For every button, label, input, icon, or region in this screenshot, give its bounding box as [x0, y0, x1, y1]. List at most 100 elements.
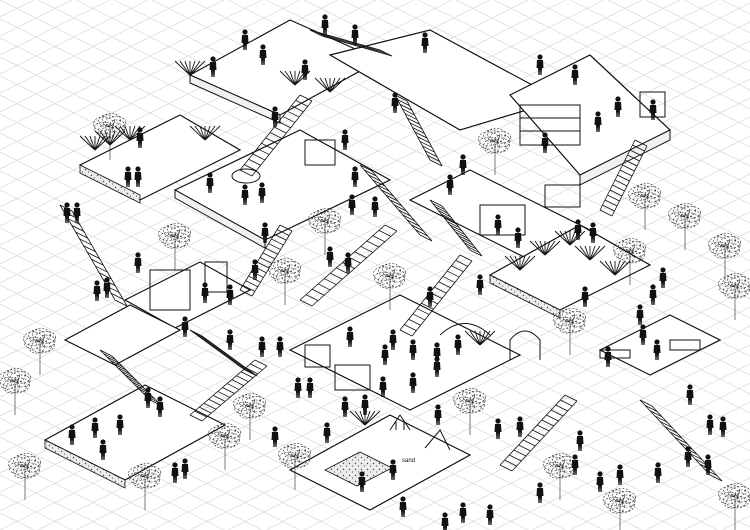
- person-icon: [581, 286, 589, 307]
- person-icon: [323, 422, 331, 443]
- tree-icon: [718, 482, 750, 530]
- person-icon: [63, 202, 71, 223]
- person-icon: [181, 458, 189, 479]
- person-icon: [103, 277, 111, 298]
- stair-icon: [429, 199, 483, 257]
- person-icon: [271, 426, 279, 447]
- person-icon: [271, 106, 279, 127]
- person-icon: [276, 336, 284, 357]
- bookshelf-icon: [519, 104, 581, 146]
- stair-icon: [499, 394, 578, 472]
- person-icon: [341, 129, 349, 150]
- pergola-icon: [439, 323, 491, 336]
- bookshelf-icon: [304, 139, 336, 166]
- garden-terrace-right-planter: [489, 274, 561, 319]
- person-icon: [181, 316, 189, 337]
- person-icon: [536, 54, 544, 75]
- person-icon: [494, 418, 502, 439]
- top-terrace-left-edge: [189, 74, 281, 124]
- study-terrace-edge: [174, 189, 266, 249]
- stair-icon: [309, 29, 393, 57]
- bench-icon: [669, 339, 701, 351]
- circular-bench-icon: [231, 168, 261, 184]
- person-icon: [93, 280, 101, 301]
- tree-icon: [613, 237, 646, 285]
- person-icon: [649, 284, 657, 305]
- person-icon: [541, 132, 549, 153]
- plant-icon: [574, 245, 606, 261]
- bookshelf-icon: [479, 204, 526, 236]
- person-icon: [441, 512, 449, 530]
- person-icon: [426, 286, 434, 307]
- terraces: [43, 19, 722, 511]
- person-icon: [321, 14, 329, 35]
- person-icon: [719, 416, 727, 437]
- arch-trellis-icon: [509, 330, 541, 360]
- tree-icon: [478, 127, 511, 175]
- person-icon: [326, 246, 334, 267]
- tree-icon: [8, 452, 41, 500]
- slide-icon: [424, 429, 451, 451]
- plant-icon: [189, 125, 221, 141]
- bookshelf-icon: [149, 269, 191, 311]
- tree-icon: [553, 307, 586, 355]
- plant-icon: [314, 77, 346, 93]
- person-icon: [459, 502, 467, 523]
- person-icon: [341, 396, 349, 417]
- tree-icon: [628, 182, 661, 230]
- person-icon: [348, 194, 356, 215]
- person-icon: [399, 496, 407, 517]
- cabinet-icon: [204, 261, 228, 293]
- tree-icon: [128, 462, 161, 510]
- tree-icon: [23, 327, 56, 375]
- tree-icon: [308, 207, 341, 255]
- library-terrace-edge: [579, 129, 671, 186]
- tree-icon: [453, 387, 486, 435]
- bookshelf-icon: [334, 364, 371, 391]
- person-icon: [486, 504, 494, 525]
- tree-icon: [268, 257, 301, 305]
- tree-icon: [708, 232, 741, 280]
- tree-icon: [668, 202, 701, 250]
- person-icon: [226, 329, 234, 350]
- plant-icon: [464, 330, 496, 346]
- tree-icon: [543, 452, 576, 500]
- stair-icon: [359, 164, 433, 242]
- stair-icon: [189, 329, 258, 377]
- plant-icon: [504, 255, 536, 271]
- tree-icon: [373, 262, 406, 310]
- sandpit-sign-label: sand: [402, 458, 415, 464]
- tree-icon: [278, 442, 311, 490]
- person-icon: [171, 462, 179, 483]
- tree-icon: [93, 112, 126, 160]
- plant-icon: [529, 240, 561, 256]
- swing-icon: [389, 414, 411, 431]
- plant-icon: [174, 60, 206, 76]
- stair-icon: [599, 139, 648, 217]
- mid-plaza: [288, 294, 522, 411]
- person-icon: [684, 446, 692, 467]
- plant-icon: [114, 125, 146, 141]
- yoga-terrace: [63, 304, 182, 366]
- person-icon: [636, 304, 644, 325]
- person-icon: [536, 482, 544, 503]
- person-icon: [258, 336, 266, 357]
- tree-icon: [603, 487, 636, 530]
- person-icon: [604, 346, 612, 367]
- stair-icon: [239, 94, 313, 177]
- planters: [79, 60, 631, 426]
- garden-terrace-upper-planter: [79, 164, 141, 204]
- stair-icon: [59, 204, 128, 307]
- person-icon: [476, 274, 484, 295]
- plant-icon: [599, 260, 631, 276]
- bookshelf-icon: [304, 344, 331, 368]
- furniture: [149, 91, 701, 451]
- gym-terrace-edge: [44, 439, 126, 489]
- trees: [0, 112, 750, 530]
- plant-icon: [349, 410, 381, 426]
- person-icon: [704, 454, 712, 475]
- tree-icon: [233, 392, 266, 440]
- person-icon: [434, 404, 442, 425]
- stair-icon: [639, 399, 723, 482]
